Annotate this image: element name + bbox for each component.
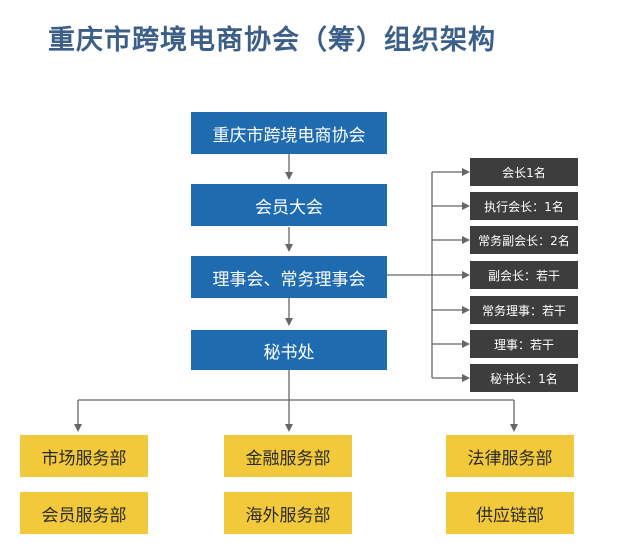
- role-standing-director: 常务理事：若干: [470, 296, 578, 324]
- dept-finance-service: 金融服务部: [224, 435, 352, 477]
- role-president: 会长1名: [470, 158, 578, 186]
- node-secretariat: 秘书处: [191, 330, 387, 370]
- dept-legal-service: 法律服务部: [446, 435, 574, 477]
- role-standing-vice-president: 常务副会长：2名: [470, 226, 578, 254]
- dept-member-service: 会员服务部: [20, 492, 148, 534]
- role-executive-president: 执行会长：1名: [470, 192, 578, 220]
- page-title: 重庆市跨境电商协会（筹）组织架构: [48, 25, 496, 56]
- dept-supply-chain: 供应链部: [446, 492, 574, 534]
- dept-market-service: 市场服务部: [20, 435, 148, 477]
- role-secretary-general: 秘书长：1名: [470, 364, 578, 392]
- node-member-assembly: 会员大会: [191, 184, 387, 226]
- node-council: 理事会、常务理事会: [191, 256, 387, 298]
- node-association: 重庆市跨境电商协会: [191, 112, 387, 154]
- role-vice-president: 副会长：若干: [470, 261, 578, 289]
- dept-overseas-service: 海外服务部: [224, 492, 352, 534]
- role-director: 理事：若干: [470, 330, 578, 358]
